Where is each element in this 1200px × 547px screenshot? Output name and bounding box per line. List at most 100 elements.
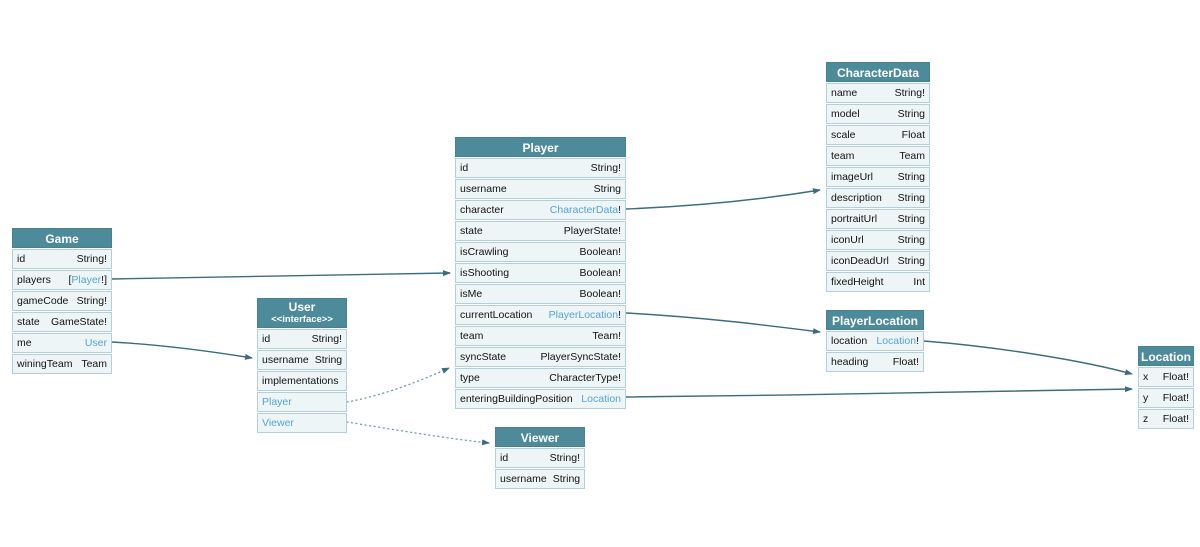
field-row-location-z[interactable]: z Float! xyxy=(1138,409,1194,429)
field-name: iconUrl xyxy=(831,234,864,246)
field-row-location-x[interactable]: x Float! xyxy=(1138,367,1194,387)
field-name: username xyxy=(460,183,507,195)
table-header-location[interactable]: Location xyxy=(1138,346,1194,366)
field-row-characterdata-fixedheight[interactable]: fixedHeight Int xyxy=(826,272,930,292)
field-row-user-username[interactable]: username String xyxy=(257,350,347,370)
field-type: String xyxy=(898,108,925,120)
field-row-characterdata-icondeadurl[interactable]: iconDeadUrl String xyxy=(826,251,930,271)
type-text: ! xyxy=(618,204,621,216)
table-header-viewer[interactable]: Viewer xyxy=(495,427,585,447)
field-name: team xyxy=(460,330,484,342)
field-name: id xyxy=(500,452,509,464)
field-row-playerlocation-heading[interactable]: heading Float! xyxy=(826,352,924,372)
field-type: String! xyxy=(550,452,580,464)
implementation-link-viewer[interactable]: Viewer xyxy=(262,417,294,429)
field-row-user-id[interactable]: id String! xyxy=(257,329,347,349)
type-link[interactable]: Player xyxy=(71,274,102,286)
type-table-game: Game id String! players [Player!] gameCo… xyxy=(12,228,112,374)
field-row-player-isshooting[interactable]: isShooting Boolean! xyxy=(455,263,626,283)
field-row-player-isme[interactable]: isMe Boolean! xyxy=(455,284,626,304)
type-text: Float! xyxy=(1162,371,1189,383)
type-text: PlayerState! xyxy=(563,225,621,237)
field-type: CharacterData! xyxy=(550,204,621,216)
edge-user-implementation-player xyxy=(346,367,450,403)
field-name: winingTeam xyxy=(17,358,73,370)
type-table-player: Player id String! username String charac… xyxy=(455,137,626,409)
type-text: String xyxy=(314,354,343,366)
field-name: isCrawling xyxy=(460,246,509,258)
type-text: Boolean! xyxy=(579,246,621,258)
field-row-characterdata-iconurl[interactable]: iconUrl String xyxy=(826,230,930,250)
field-name: isShooting xyxy=(460,267,510,279)
field-row-player-id[interactable]: id String! xyxy=(455,158,626,178)
field-row-player-state[interactable]: state PlayerState! xyxy=(455,221,626,241)
field-row-playerlocation-location[interactable]: location Location! xyxy=(826,331,924,351)
field-name: players xyxy=(17,274,51,286)
type-text: Boolean! xyxy=(579,288,621,300)
field-row-viewer-username[interactable]: username String xyxy=(495,469,585,489)
field-name: character xyxy=(460,204,504,216)
table-header-game[interactable]: Game xyxy=(12,228,112,248)
field-row-game-id[interactable]: id String! xyxy=(12,249,112,269)
field-row-characterdata-portraiturl[interactable]: portraitUrl String xyxy=(826,209,930,229)
field-row-player-iscrawling[interactable]: isCrawling Boolean! xyxy=(455,242,626,262)
implementation-row-viewer[interactable]: Viewer xyxy=(257,413,347,433)
table-header-user[interactable]: User <<interface>> xyxy=(257,298,347,328)
field-row-game-players[interactable]: players [Player!] xyxy=(12,270,112,290)
field-type: String xyxy=(594,183,621,195)
field-name: username xyxy=(262,354,309,366)
field-name: gameCode xyxy=(17,295,69,307)
field-row-viewer-id[interactable]: id String! xyxy=(495,448,585,468)
field-row-player-team[interactable]: team Team! xyxy=(455,326,626,346)
type-link[interactable]: CharacterData xyxy=(549,204,619,216)
type-table-playerlocation: PlayerLocation location Location! headin… xyxy=(826,310,924,372)
type-text: Float! xyxy=(892,356,919,368)
field-row-player-enteringbuildingposition[interactable]: enteringBuildingPosition Location xyxy=(455,389,626,409)
table-header-playerlocation[interactable]: PlayerLocation xyxy=(826,310,924,330)
field-row-location-y[interactable]: y Float! xyxy=(1138,388,1194,408)
field-type: String! xyxy=(77,295,107,307)
type-link[interactable]: Location xyxy=(581,393,621,405)
field-type: [Player!] xyxy=(68,274,107,286)
field-row-characterdata-description[interactable]: description String xyxy=(826,188,930,208)
field-row-player-syncstate[interactable]: syncState PlayerSyncState! xyxy=(455,347,626,367)
implementation-link-player[interactable]: Player xyxy=(262,396,292,408)
field-name: state xyxy=(17,316,40,328)
table-header-characterdata[interactable]: CharacterData xyxy=(826,62,930,82)
field-type: Float! xyxy=(1163,392,1189,404)
table-header-player[interactable]: Player xyxy=(455,137,626,157)
edge-user-implementation-viewer xyxy=(346,421,490,446)
table-subtitle-interface: <<interface>> xyxy=(271,314,333,325)
type-link[interactable]: Location xyxy=(876,335,917,347)
field-row-player-type[interactable]: type CharacterType! xyxy=(455,368,626,388)
implementation-row-player[interactable]: Player xyxy=(257,392,347,412)
edge-playerlocation-location-to-location xyxy=(923,340,1133,376)
type-table-location: Location x Float! y Float! z Float! xyxy=(1138,346,1194,429)
field-type: PlayerSyncState! xyxy=(540,351,621,363)
field-row-characterdata-name[interactable]: name String! xyxy=(826,83,930,103)
type-text: String! xyxy=(311,333,342,345)
type-text: Float! xyxy=(1162,413,1189,425)
field-row-game-gamecode[interactable]: gameCode String! xyxy=(12,291,112,311)
type-link[interactable]: User xyxy=(84,337,107,349)
field-row-game-me[interactable]: me User xyxy=(12,333,112,353)
field-row-game-state[interactable]: state GameState! xyxy=(12,312,112,332)
type-text: Float xyxy=(901,129,925,141)
field-name: team xyxy=(831,150,855,162)
type-text: Team xyxy=(899,150,925,162)
field-row-game-winingteam[interactable]: winingTeam Team xyxy=(12,354,112,374)
field-row-player-username[interactable]: username String xyxy=(455,179,626,199)
type-text: [ xyxy=(68,274,72,286)
type-table-characterdata: CharacterData name String! model String … xyxy=(826,62,930,292)
field-type: Boolean! xyxy=(580,288,621,300)
field-row-characterdata-scale[interactable]: scale Float xyxy=(826,125,930,145)
field-row-characterdata-imageurl[interactable]: imageUrl String xyxy=(826,167,930,187)
field-row-player-character[interactable]: character CharacterData! xyxy=(455,200,626,220)
field-name: name xyxy=(831,87,858,99)
field-row-player-currentlocation[interactable]: currentLocation PlayerLocation! xyxy=(455,305,626,325)
section-label: implementations xyxy=(262,375,339,387)
field-row-characterdata-model[interactable]: model String xyxy=(826,104,930,124)
field-row-characterdata-team[interactable]: team Team xyxy=(826,146,930,166)
field-name: me xyxy=(17,337,32,349)
type-link[interactable]: PlayerLocation xyxy=(548,309,619,321)
